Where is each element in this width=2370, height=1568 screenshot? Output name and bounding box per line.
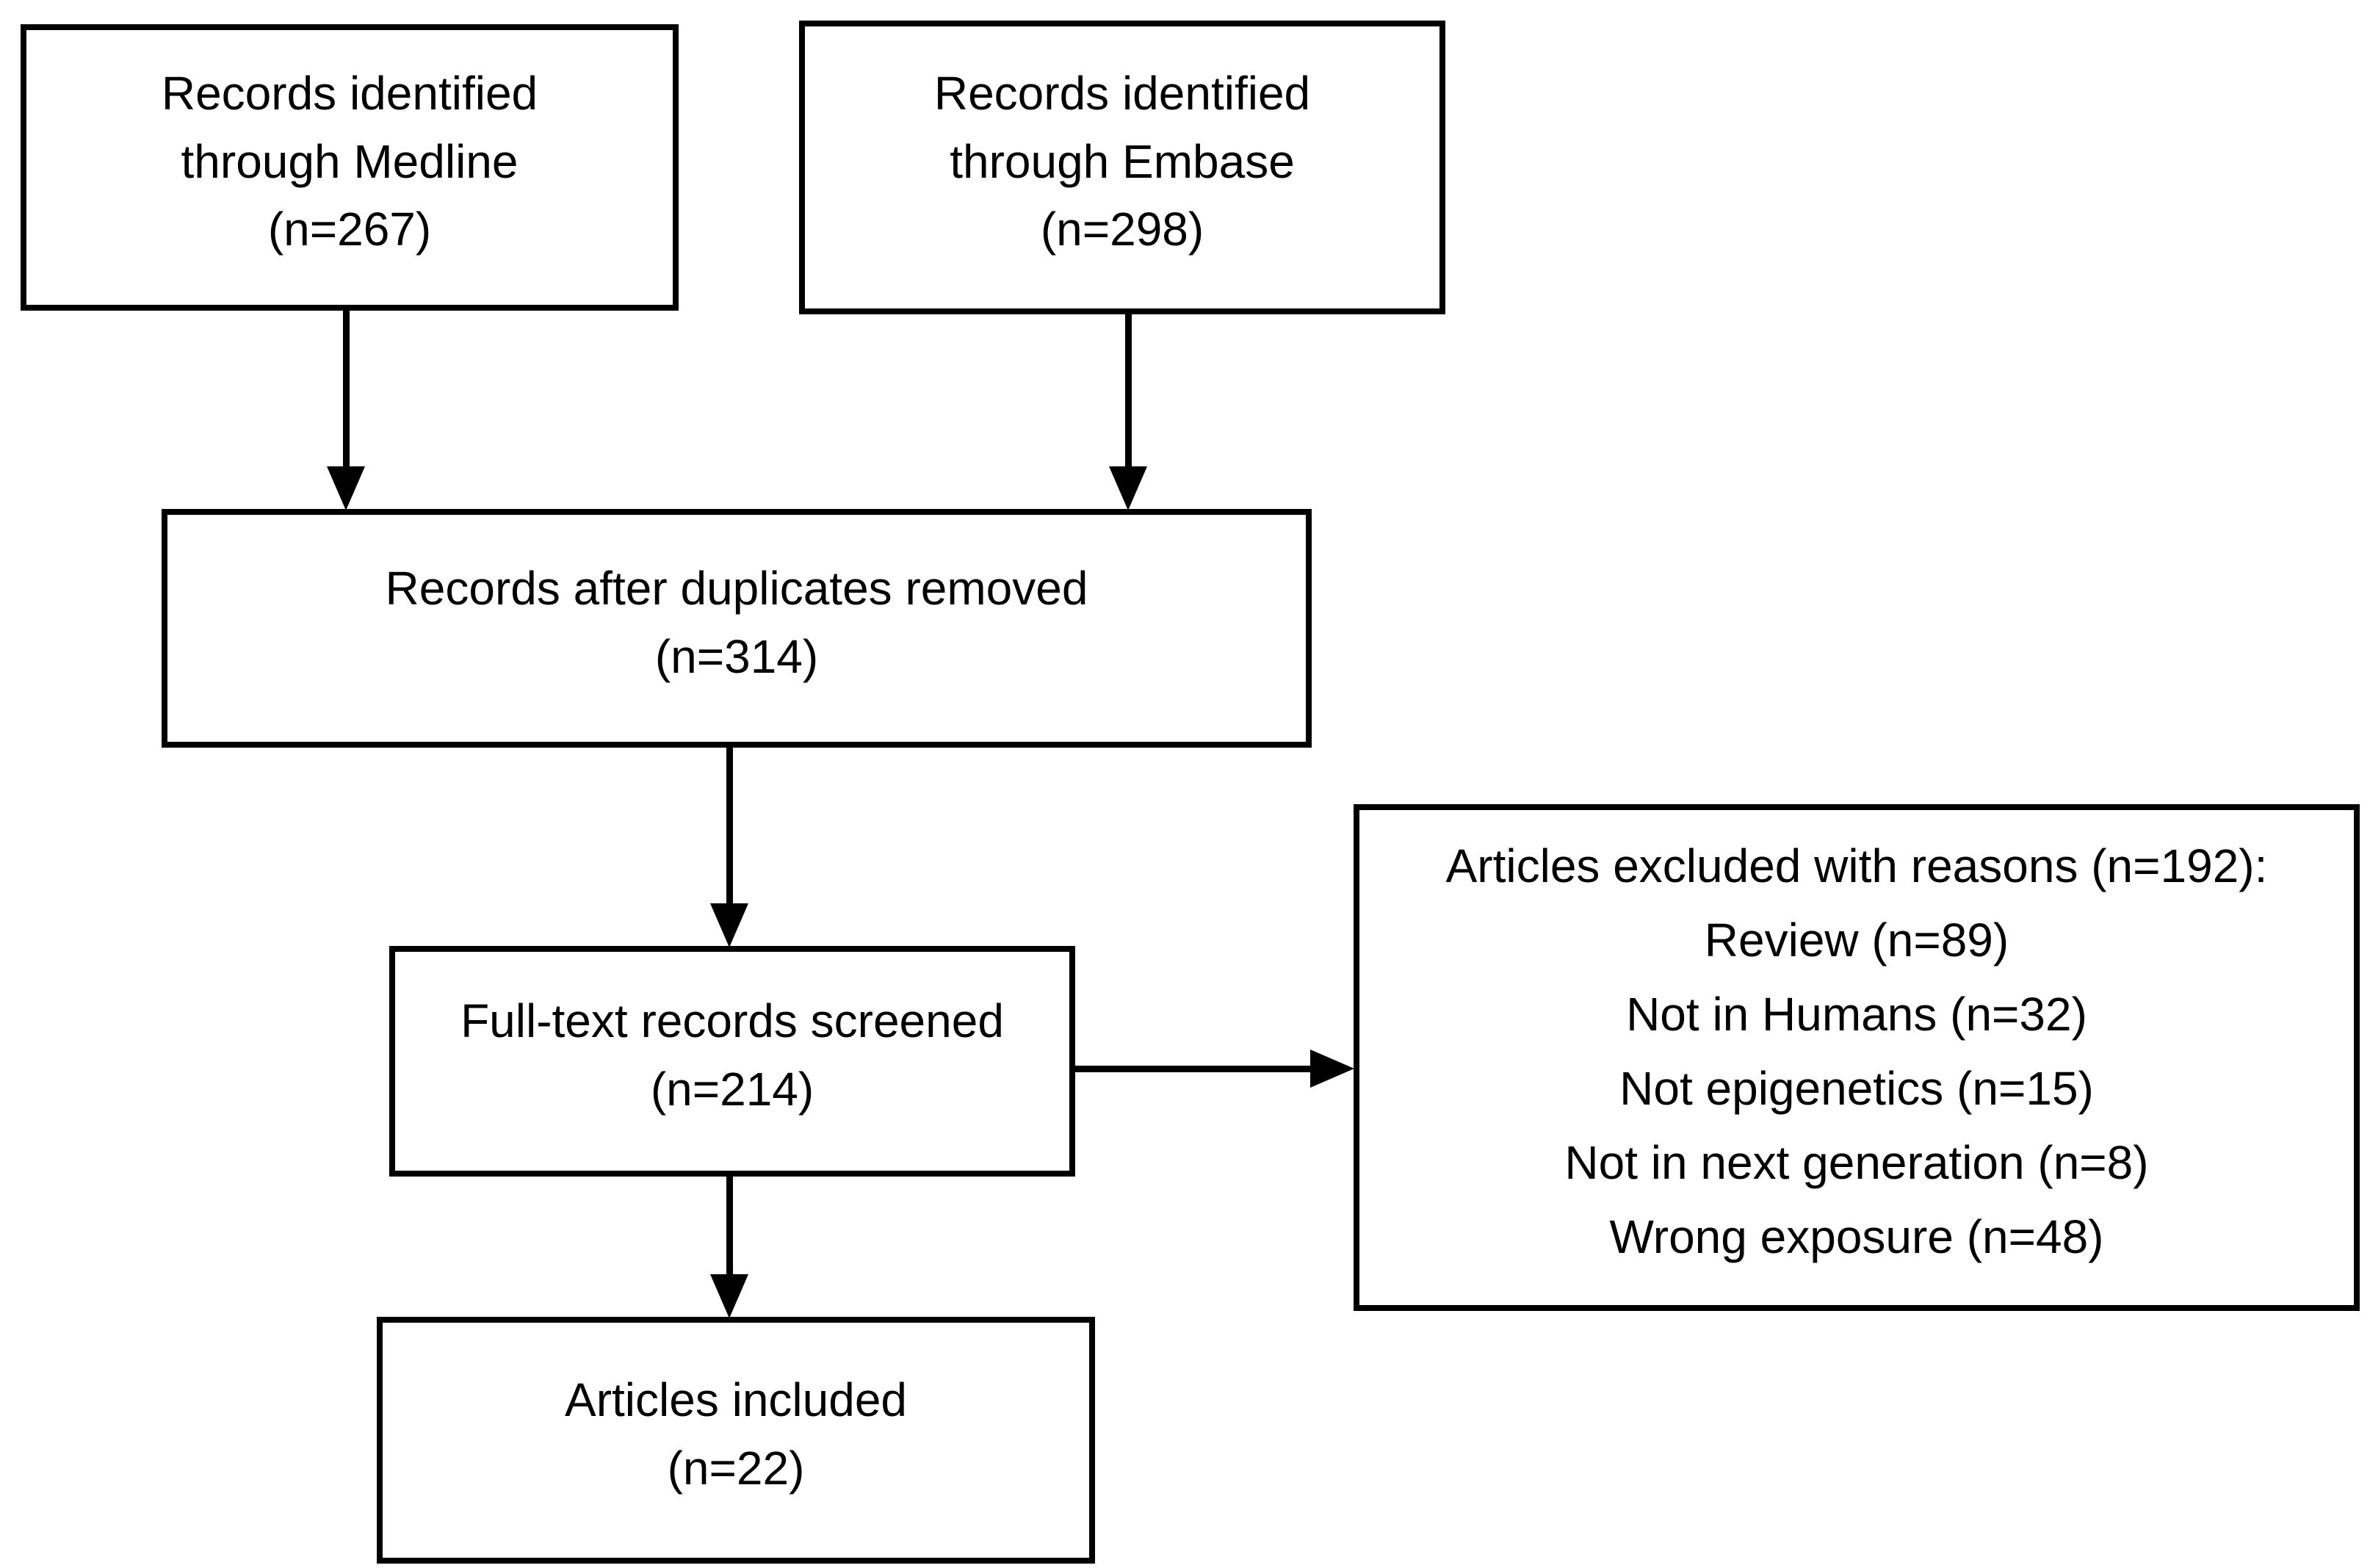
excluded-title: Articles excluded with reasons (n=192): bbox=[1445, 839, 2268, 892]
arrow-stem bbox=[1124, 314, 1132, 466]
box-text-line: Records identified bbox=[161, 66, 538, 120]
arrow-stem bbox=[726, 748, 733, 903]
box-text-line: Records after duplicates removed bbox=[385, 561, 1088, 615]
arrow-down-icon bbox=[1109, 466, 1147, 510]
box-duplicates-removed: Records after duplicates removed (n=314) bbox=[162, 509, 1312, 748]
box-text-line: Full-text records screened bbox=[460, 994, 1004, 1048]
box-records-medline: Records identified through Medline (n=26… bbox=[21, 24, 679, 311]
box-text-line: Records identified bbox=[933, 66, 1311, 120]
box-articles-excluded: Articles excluded with reasons (n=192): … bbox=[1354, 804, 2360, 1311]
arrow-stem bbox=[1075, 1065, 1310, 1072]
box-fulltext-screened: Full-text records screened (n=214) bbox=[389, 946, 1075, 1177]
box-count: (n=214) bbox=[650, 1063, 814, 1116]
excluded-reason: Not in Humans (n=32) bbox=[1626, 987, 2087, 1041]
excluded-reason: Not in next generation (n=8) bbox=[1564, 1136, 2149, 1190]
box-text-line: Articles included bbox=[565, 1373, 907, 1427]
arrow-down-icon bbox=[710, 903, 748, 947]
arrow-screened-to-excluded bbox=[1075, 1049, 1354, 1088]
arrow-stem bbox=[726, 1177, 733, 1274]
box-count: (n=314) bbox=[654, 629, 819, 683]
arrow-medline-to-duplicates bbox=[327, 311, 365, 510]
box-articles-included: Articles included (n=22) bbox=[377, 1317, 1095, 1564]
box-records-embase: Records identified through Embase (n=298… bbox=[799, 21, 1445, 314]
box-count: (n=22) bbox=[667, 1442, 805, 1495]
box-text-line: through Medline bbox=[181, 134, 519, 188]
excluded-reason: Review (n=89) bbox=[1704, 913, 2009, 967]
box-text-line: through Embase bbox=[950, 134, 1295, 188]
box-count: (n=298) bbox=[1040, 203, 1204, 256]
arrow-down-icon bbox=[327, 466, 365, 510]
arrow-embase-to-duplicates bbox=[1109, 314, 1147, 510]
arrow-duplicates-to-screened bbox=[710, 748, 748, 947]
excluded-reason: Wrong exposure (n=48) bbox=[1609, 1210, 2104, 1264]
arrow-stem bbox=[342, 311, 350, 466]
box-count: (n=267) bbox=[267, 203, 432, 256]
excluded-reason: Not epigenetics (n=15) bbox=[1619, 1062, 2094, 1115]
arrow-screened-to-included bbox=[710, 1177, 748, 1318]
arrow-down-icon bbox=[710, 1274, 748, 1318]
arrow-right-icon bbox=[1310, 1049, 1354, 1088]
